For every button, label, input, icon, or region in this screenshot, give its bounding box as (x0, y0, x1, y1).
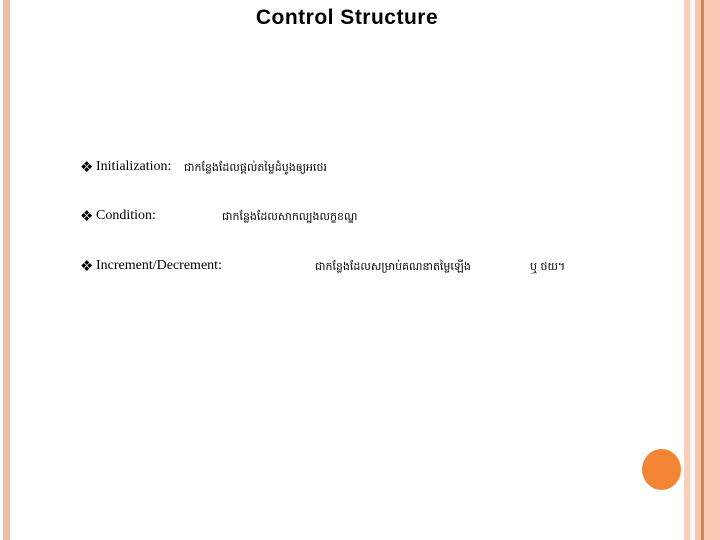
bullet-khmer-tail-text: ឬ ថយ។ (530, 260, 566, 273)
bullet-row-increment-decrement: ❖ Increment/Decrement: ជាកន្លែងដែលសម្រាប… (0, 256, 690, 278)
bullet-label-increment-decrement: Increment/Decrement: (96, 258, 222, 273)
bullet-khmer-text-condition: ជាកន្លែងដែលសាកល្បងលក្ខខណ្ឌ (222, 210, 358, 223)
bullet-khmer-text-increment-decrement: ជាកន្លែងដែលសម្រាប់គណនាតម្លៃឡើង (315, 260, 471, 273)
bullet-label-condition: Condition: (96, 208, 156, 223)
bullet-khmer-text-initialization: ជាកន្លែងដែលផ្ដល់តម្លៃដំបូងឲ្យអថេរ (184, 161, 327, 174)
bullet-label-initialization: Initialization: (96, 159, 172, 174)
right-border-stripe-light (684, 0, 690, 540)
right-border-stripe-dark-accent (701, 0, 704, 540)
bullet-row-initialization: ❖ Initialization: ជាកន្លែងដែលផ្ដល់តម្លៃដ… (0, 157, 690, 179)
left-border-stripe (3, 0, 10, 540)
decorative-orange-circle (642, 449, 681, 490)
bullet-row-condition: ❖ Condition: ជាកន្លែងដែលសាកល្បងលក្ខខណ្ឌ (0, 206, 690, 228)
bullet-diamond-icon: ❖ (80, 257, 94, 275)
right-border-stripe-wide (704, 0, 720, 540)
slide-title: Control Structure (255, 6, 439, 29)
bullet-diamond-icon: ❖ (80, 207, 94, 225)
right-border-stripe-cream (690, 0, 695, 540)
right-border-stripe-peach (695, 0, 701, 540)
bullet-diamond-icon: ❖ (80, 158, 94, 176)
